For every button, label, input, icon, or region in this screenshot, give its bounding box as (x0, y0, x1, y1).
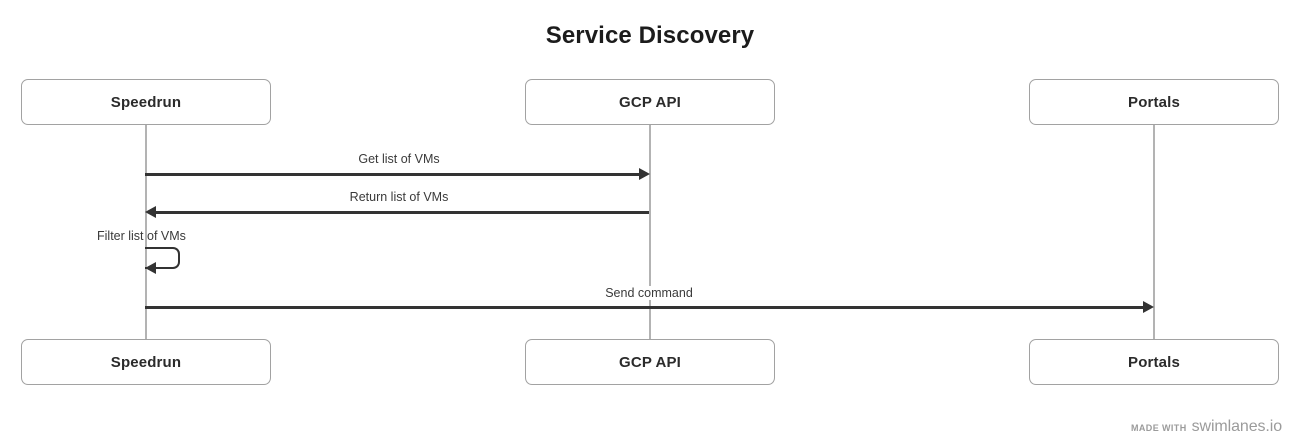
lifeline-gcp-api (649, 125, 651, 341)
participant-label-gcp-api-top: GCP API (619, 93, 681, 111)
watermark[interactable]: MADE WITH swimlanes.io (1131, 418, 1282, 436)
message-label-filter-list-of-vms: Filter list of VMs (97, 229, 186, 243)
participant-label-portals-top: Portals (1128, 93, 1180, 111)
page-title: Service Discovery (545, 22, 755, 49)
participant-box-portals-bottom[interactable]: Portals (1029, 339, 1279, 385)
participant-box-portals-top[interactable]: Portals (1029, 79, 1279, 125)
participant-box-gcp-api-bottom[interactable]: GCP API (525, 339, 775, 385)
arrowhead-left-icon-return-list-of-vms (145, 206, 156, 218)
lifeline-portals (1153, 125, 1155, 341)
message-label-return-list-of-vms: Return list of VMs (343, 190, 455, 204)
message-label-send-command: Send command (599, 286, 699, 300)
arrowhead-left-icon-filter-list-of-vms (145, 262, 156, 274)
arrowhead-right-icon-send-command (1143, 301, 1154, 313)
participant-label-gcp-api-bottom: GCP API (619, 353, 681, 371)
self-message-loop-filter-list-of-vms (145, 247, 180, 269)
participant-box-gcp-api-top[interactable]: GCP API (525, 79, 775, 125)
message-line-return-list-of-vms (156, 211, 649, 214)
lifeline-speedrun (145, 125, 147, 341)
message-label-get-list-of-vms: Get list of VMs (352, 152, 446, 166)
watermark-made-with-label: MADE WITH (1131, 423, 1187, 433)
participant-box-speedrun-top[interactable]: Speedrun (21, 79, 271, 125)
participant-box-speedrun-bottom[interactable]: Speedrun (21, 339, 271, 385)
message-line-get-list-of-vms (145, 173, 639, 176)
message-line-send-command (145, 306, 1143, 309)
participant-label-portals-bottom: Portals (1128, 353, 1180, 371)
watermark-brand-label: swimlanes.io (1191, 418, 1282, 435)
arrowhead-right-icon-get-list-of-vms (639, 168, 650, 180)
participant-label-speedrun-bottom: Speedrun (110, 353, 182, 371)
participant-label-speedrun-top: Speedrun (110, 93, 182, 111)
